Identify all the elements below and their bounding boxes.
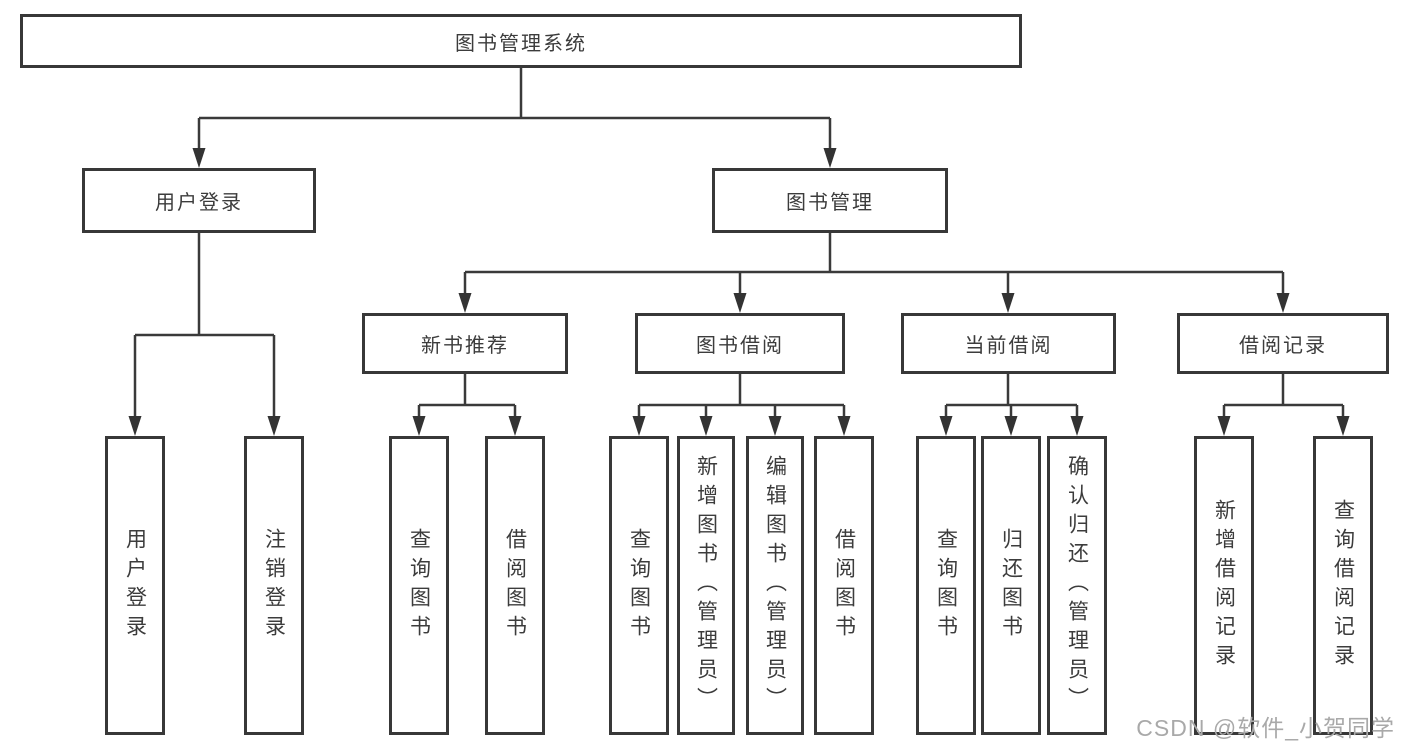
leaf-query-borrow-record-label: 查询借阅记录 <box>1331 498 1355 673</box>
leaf-add-borrow-record-label: 新增借阅记录 <box>1212 498 1236 673</box>
node-current-borrow: 当前借阅 <box>901 313 1116 374</box>
leaf-user-login-label: 用户登录 <box>123 527 147 644</box>
leaf-confirm-return-admin: 确认归还（管理员） <box>1047 436 1107 735</box>
node-current-borrow-label: 当前借阅 <box>964 335 1053 357</box>
node-book-management: 图书管理 <box>712 168 948 233</box>
node-book-borrow: 图书借阅 <box>635 313 845 374</box>
leaf-logout-label: 注销登录 <box>262 527 286 644</box>
node-book-management-label: 图书管理 <box>786 192 874 214</box>
leaf-borrow-books-under-recommend: 借阅图书 <box>485 436 545 735</box>
leaf-query-books-under-borrow-label: 查询图书 <box>627 527 651 644</box>
leaf-add-books-admin: 新增图书（管理员） <box>677 436 735 735</box>
csdn-watermark: CSDN @软件_小贺同学 <box>1136 715 1395 741</box>
leaf-query-books-under-borrow: 查询图书 <box>609 436 669 735</box>
node-root: 图书管理系统 <box>20 14 1022 68</box>
node-user-login: 用户登录 <box>82 168 316 233</box>
leaf-return-books-label: 归还图书 <box>999 527 1023 644</box>
leaf-add-books-admin-label: 新增图书（管理员） <box>694 455 718 716</box>
node-book-borrow-label: 图书借阅 <box>696 335 784 357</box>
leaf-query-books-under-recommend-label: 查询图书 <box>407 527 431 644</box>
node-user-login-label: 用户登录 <box>155 192 243 214</box>
node-borrow-records-label: 借阅记录 <box>1239 335 1327 357</box>
leaf-user-login: 用户登录 <box>105 436 165 735</box>
node-borrow-records: 借阅记录 <box>1177 313 1389 374</box>
leaf-query-borrow-record: 查询借阅记录 <box>1313 436 1373 735</box>
leaf-query-books-under-recommend: 查询图书 <box>389 436 449 735</box>
leaf-borrow-books-under-recommend-label: 借阅图书 <box>503 527 527 644</box>
node-new-book-recommend: 新书推荐 <box>362 313 568 374</box>
leaf-borrow-books-under-borrow-label: 借阅图书 <box>832 527 856 644</box>
leaf-return-books: 归还图书 <box>981 436 1041 735</box>
node-new-book-recommend-label: 新书推荐 <box>421 335 509 357</box>
leaf-edit-books-admin-label: 编辑图书（管理员） <box>763 455 787 716</box>
leaf-query-books-under-current-label: 查询图书 <box>934 527 958 644</box>
leaf-edit-books-admin: 编辑图书（管理员） <box>746 436 804 735</box>
leaf-query-books-under-current: 查询图书 <box>916 436 976 735</box>
node-root-label: 图书管理系统 <box>455 32 587 55</box>
arrowheads <box>128 148 1350 436</box>
leaf-logout: 注销登录 <box>244 436 304 735</box>
leaf-confirm-return-admin-label: 确认归还（管理员） <box>1065 455 1089 716</box>
leaf-borrow-books-under-borrow: 借阅图书 <box>814 436 874 735</box>
leaf-add-borrow-record: 新增借阅记录 <box>1194 436 1254 735</box>
